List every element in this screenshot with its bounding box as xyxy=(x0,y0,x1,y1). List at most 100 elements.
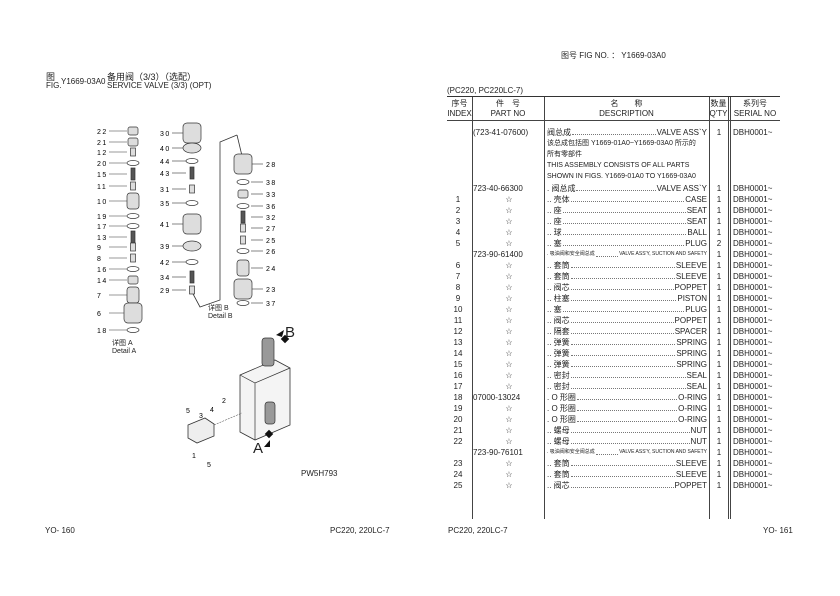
right-page-model: PC220, 220LC-7 xyxy=(448,526,508,535)
callout-label: 10 xyxy=(97,199,108,206)
row-serial: DBH0001~ xyxy=(733,371,773,380)
row-qty: 1 xyxy=(716,415,722,424)
row-qty: 1 xyxy=(716,437,722,446)
row-part-no: ☆ xyxy=(505,272,513,281)
part-shape xyxy=(126,213,140,219)
callout-label: 44 xyxy=(160,159,171,166)
row-serial: DBH0001~ xyxy=(733,393,773,402)
assembly-line xyxy=(213,412,243,426)
part-shape xyxy=(130,147,136,157)
row-part-no: ☆ xyxy=(505,305,513,314)
model-header: (PC220, PC220LC-7) xyxy=(447,86,524,95)
row-qty: 1 xyxy=(716,481,722,490)
row-qty: 1 xyxy=(716,393,722,402)
callout-label: 43 xyxy=(160,171,171,178)
row-index: 5 xyxy=(455,239,461,248)
row-part-no: ☆ xyxy=(505,382,513,391)
row-serial: DBH0001~ xyxy=(733,349,773,358)
part-shape xyxy=(185,200,199,206)
part-shape xyxy=(189,270,195,284)
callout-label: 36 xyxy=(266,204,277,211)
row-qty: 1 xyxy=(716,195,722,204)
valve-block-edge xyxy=(239,367,291,440)
row-serial: DBH0001~ xyxy=(733,294,773,303)
part-shape xyxy=(240,210,246,224)
callout-label: 39 xyxy=(160,244,171,251)
row-serial: DBH0001~ xyxy=(733,305,773,314)
callout-label: 21 xyxy=(97,140,108,147)
part-shape xyxy=(130,181,136,191)
row-index: 11 xyxy=(453,316,463,325)
row-serial: DBH0001~ xyxy=(733,283,773,292)
row-index: 13 xyxy=(453,338,463,347)
row-serial: DBH0001~ xyxy=(733,426,773,435)
row-index: 21 xyxy=(453,426,463,435)
row-qty: 1 xyxy=(716,371,722,380)
relief-valve-a xyxy=(264,401,276,425)
callout-label: 5 xyxy=(186,408,191,415)
detail-a-en: Detail A xyxy=(112,348,137,355)
assembly-note: THIS ASSEMBLY CONSISTS OF ALL PARTS xyxy=(547,162,690,169)
callout-label: 37 xyxy=(266,301,277,308)
row-index: 20 xyxy=(453,415,463,424)
part-shape xyxy=(126,286,140,304)
part-shape xyxy=(127,137,139,147)
part-shape xyxy=(236,248,250,254)
row-part-no: ☆ xyxy=(505,239,513,248)
callout-label: 24 xyxy=(266,266,277,273)
callout-label: 34 xyxy=(160,275,171,282)
row-qty: 1 xyxy=(716,283,722,292)
callout-label: 7 xyxy=(97,293,102,300)
row-part-no: ☆ xyxy=(505,228,513,237)
row-qty: 1 xyxy=(716,228,722,237)
part-shape xyxy=(233,153,253,175)
part-shape xyxy=(182,122,202,144)
row-index: 24 xyxy=(453,470,463,479)
row-part-no: ☆ xyxy=(505,371,513,380)
arrow-b-label: B xyxy=(285,324,296,341)
detail-b-cn: 详图 B xyxy=(208,305,229,312)
callout-label: 31 xyxy=(160,187,171,194)
row-qty: 1 xyxy=(716,327,722,336)
row-qty: 1 xyxy=(716,305,722,314)
row-part-no: ☆ xyxy=(505,195,513,204)
row-index: 1 xyxy=(455,195,461,204)
row-index: 25 xyxy=(453,481,463,490)
row-index: 18 xyxy=(453,393,463,402)
callout-label: 16 xyxy=(97,267,108,274)
part-shape xyxy=(236,203,250,209)
part-shape xyxy=(240,235,246,245)
exploded-parts-diagram: 2221122015111019171398161476183040444331… xyxy=(97,122,291,469)
row-part-no: ☆ xyxy=(505,283,513,292)
part-shape xyxy=(123,302,143,324)
row-serial: DBH0001~ xyxy=(733,261,773,270)
valve-block xyxy=(239,359,291,441)
part-shape xyxy=(236,179,250,185)
arrow-b-icon xyxy=(280,334,290,344)
row-qty: 2 xyxy=(716,239,722,248)
row-part-no: ☆ xyxy=(505,481,513,490)
row-part-no: ☆ xyxy=(505,261,513,270)
assembly-note: 该总成包括图 Y1669-01A0~Y1669-03A0 所示的 xyxy=(547,140,696,147)
callout-label: 42 xyxy=(160,260,171,267)
